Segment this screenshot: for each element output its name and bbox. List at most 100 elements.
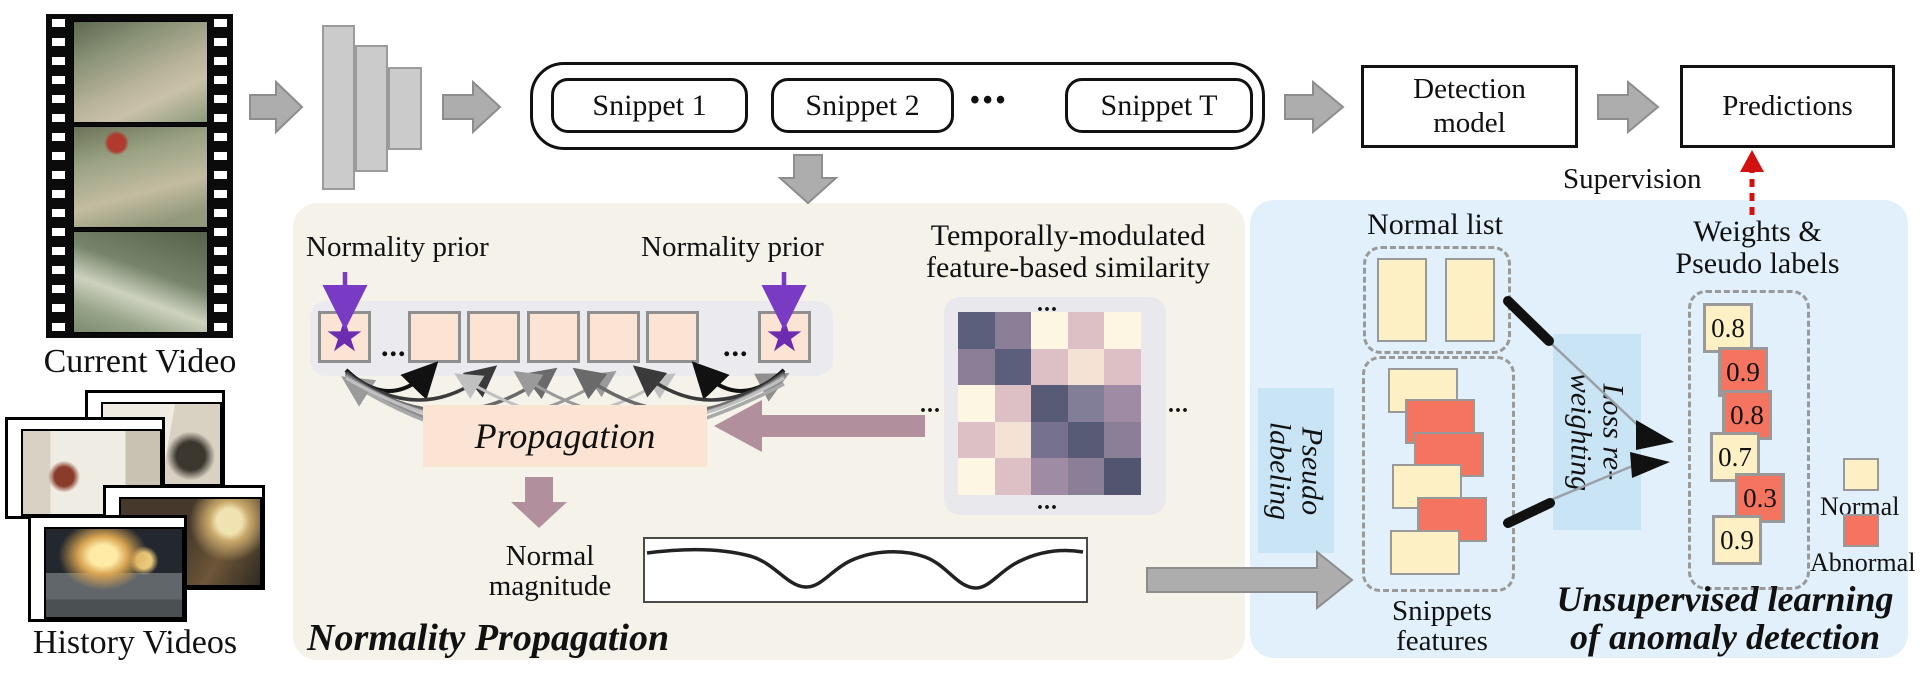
weight-square-abnormal: 0.8 [1722,390,1772,440]
prior-snippet-square-right: ★ [758,311,811,363]
unsupervised-panel-title: Unsupervised learning of anomaly detecti… [1530,580,1920,656]
current-video-frame [73,231,208,333]
snippet-square [408,311,461,363]
feature-extractor-bar [388,67,422,150]
star-icon: ★ [324,312,365,361]
loss-reweighting-line2: weighting [1565,372,1598,492]
weights-title-line2: Pseudo labels [1675,247,1840,281]
snippets-stack [1362,356,1515,592]
matrix-cell [1067,458,1105,495]
snippet-square [467,311,520,363]
feature-extractor-bar [322,25,355,190]
current-video-label: Current Video [43,343,237,380]
similarity-label: Temporally-modulated feature-based simil… [893,219,1243,285]
matrix-cell [1031,385,1068,422]
matrix-cell [1104,385,1141,422]
matrix-dots-top: ... [1037,291,1058,317]
supervision-label: Supervision [1563,163,1702,195]
detection-model-box: Detection model [1361,65,1578,148]
snippets-features-line2: features [1396,625,1488,658]
normal-list-item [1377,258,1427,342]
pseudo-labeling-box: Pseudo labeling [1258,388,1334,553]
detection-model-label-line1: Detection [1413,73,1526,106]
current-video-filmstrip [46,14,233,338]
matrix-cell [958,458,995,495]
legend-normal-swatch [1843,458,1879,491]
current-video-frame [73,126,208,228]
matrix-dots-left: ... [920,392,941,418]
weights-pseudo-labels-title: Weights & Pseudo labels [1660,215,1855,281]
history-video-scene [44,527,184,619]
snippet-T-box: Snippet T [1065,78,1253,133]
filmstrip-sprockets-right [214,19,227,333]
snippet-feature-normal [1390,530,1460,575]
weight-square-normal: 0.8 [1703,303,1753,353]
matrix-cell [1067,385,1105,422]
normal-magnitude-label: Normal magnitude [470,541,630,602]
matrix-cell [994,312,1032,349]
ellipsis-dots: ... [723,330,749,363]
snippet-square [646,311,699,363]
prior-snippet-square-left: ★ [318,311,371,363]
matrix-dots-right: ... [1168,392,1189,418]
pseudo-labeling-label: Pseudo labeling [1264,421,1329,520]
matrix-cell [958,385,995,422]
history-video-thumbnail [28,515,187,622]
matrix-cell [1104,458,1141,495]
matrix-cell [994,458,1032,495]
matrix-cell [1031,458,1068,495]
magnitude-curve [646,547,1084,590]
weights-box [1688,290,1810,590]
propagation-box: Propagation [423,405,707,467]
normal-list-item [1445,258,1495,342]
weight-square-normal: 0.9 [1712,515,1762,565]
snippets-features-line1: Snippets [1392,595,1492,627]
weights-title-line1: Weights & [1693,215,1822,248]
matrix-cell [1031,421,1068,459]
matrix-cell [958,421,995,459]
normality-prior-label-left: Normality prior [306,231,489,263]
ellipsis-dots: ... [381,330,407,363]
normal-magnitude-plot [643,537,1088,603]
matrix-cell [1104,312,1141,349]
legend-abnormal-label: Abnormal [1810,548,1916,577]
predictions-box: Predictions [1680,65,1895,148]
snippet-square [527,311,580,363]
unsup-title-line2: of anomaly detection [1570,617,1880,658]
matrix-cell [1067,348,1105,386]
snippet-sequence-container: Snippet 1 Snippet 2 ••• Snippet T [530,62,1265,150]
weight-square-abnormal: 0.9 [1718,347,1768,397]
normal-list-label: Normal list [1367,208,1503,241]
matrix-cell [958,348,995,386]
pseudo-labeling-line1: Pseudo [1295,426,1329,515]
similarity-label-line1: Temporally-modulated [930,219,1206,252]
pseudo-labeling-line2: labeling [1264,421,1297,520]
snippet-1-box: Snippet 1 [551,78,748,133]
star-icon: ★ [764,312,805,361]
unsup-title-line1: Unsupervised learning [1556,579,1894,619]
snippets-features-box [1362,356,1515,592]
matrix-cell [1031,312,1068,349]
matrix-cell [958,312,995,349]
matrix-dots-bottom: ... [1037,489,1058,515]
matrix-cell [1104,348,1141,386]
loss-reweighting-box: Loss re- weighting [1553,334,1641,530]
loss-reweighting-label: Loss re- weighting [1565,372,1630,492]
matrix-cell [994,348,1032,386]
matrix-cell [994,385,1032,422]
predictions-label: Predictions [1722,89,1853,122]
normal-magnitude-line1: Normal [505,540,595,572]
snippets-features-label: Snippets features [1372,596,1512,657]
snippet-2-box: Snippet 2 [771,78,954,133]
normal-magnitude-line2: magnitude [488,570,612,603]
history-videos-label: History Videos [32,624,238,661]
matrix-cell [1104,421,1141,459]
normality-prior-label-right: Normality prior [641,231,824,263]
normality-panel-title: Normality Propagation [307,617,670,659]
matrix-cell [1067,421,1105,459]
similarity-label-line2: feature-based similarity [925,251,1211,285]
filmstrip-sprockets-left [52,19,65,333]
snippet-ellipsis: ••• [970,85,1009,116]
